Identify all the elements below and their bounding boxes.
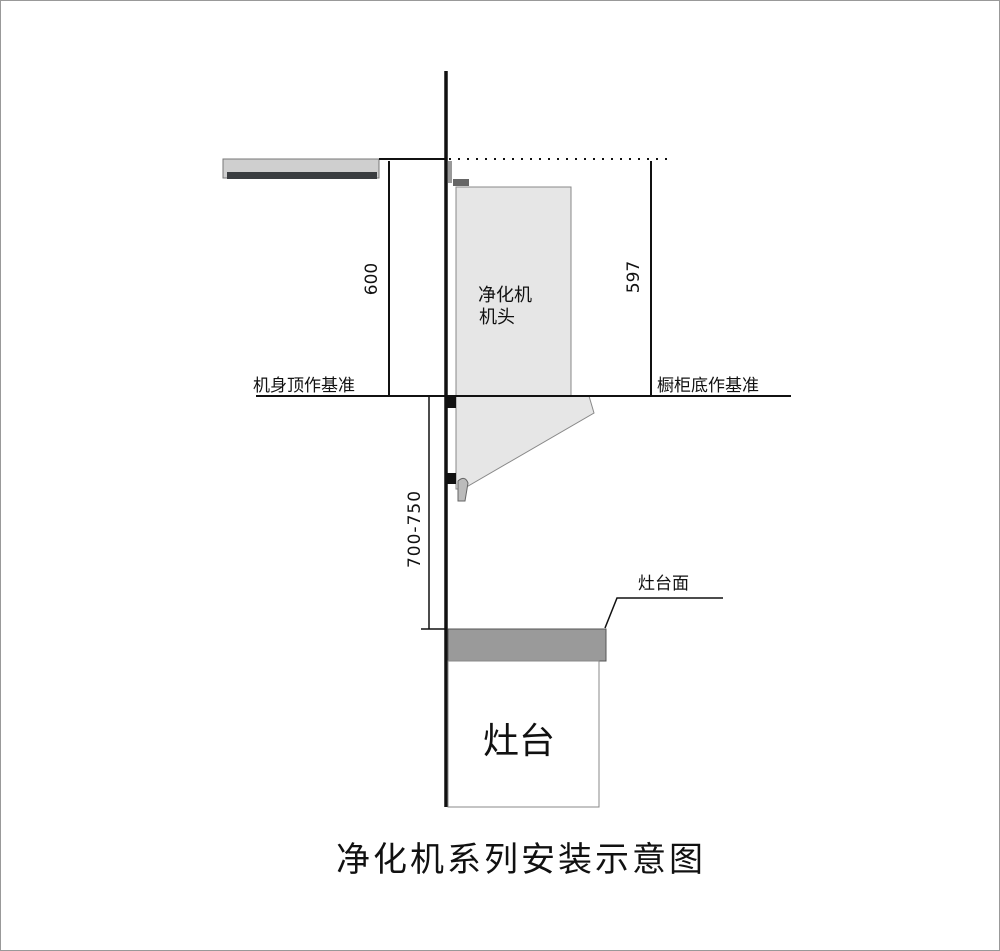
head-label-2: 机头 xyxy=(479,307,515,328)
stove-surface-label: 灶台面 xyxy=(638,574,689,594)
wall-clip-lower xyxy=(447,473,456,484)
stove-label: 灶台 xyxy=(483,721,555,762)
diagram-title: 净化机系列安装示意图 xyxy=(336,840,706,880)
dim-600-label: 600 xyxy=(362,263,382,295)
stove-cabinet xyxy=(447,660,600,808)
hood-top-panel xyxy=(222,158,446,179)
hinge-icon xyxy=(457,477,469,502)
body-top-ref-label: 机身顶作基准 xyxy=(253,376,355,396)
stove-countertop xyxy=(447,628,607,662)
wall-clip-upper xyxy=(447,397,456,408)
mount-bracket xyxy=(448,161,469,186)
purifier-hood-lower xyxy=(455,395,595,490)
purifier-head xyxy=(455,186,572,397)
leader-line xyxy=(604,597,723,629)
dim-700-750-label: 700-750 xyxy=(405,490,425,568)
head-label-1: 净化机 xyxy=(478,285,532,306)
cabinet-bottom-ref-label: 橱柜底作基准 xyxy=(657,376,759,396)
dim-597-label: 597 xyxy=(624,261,644,293)
